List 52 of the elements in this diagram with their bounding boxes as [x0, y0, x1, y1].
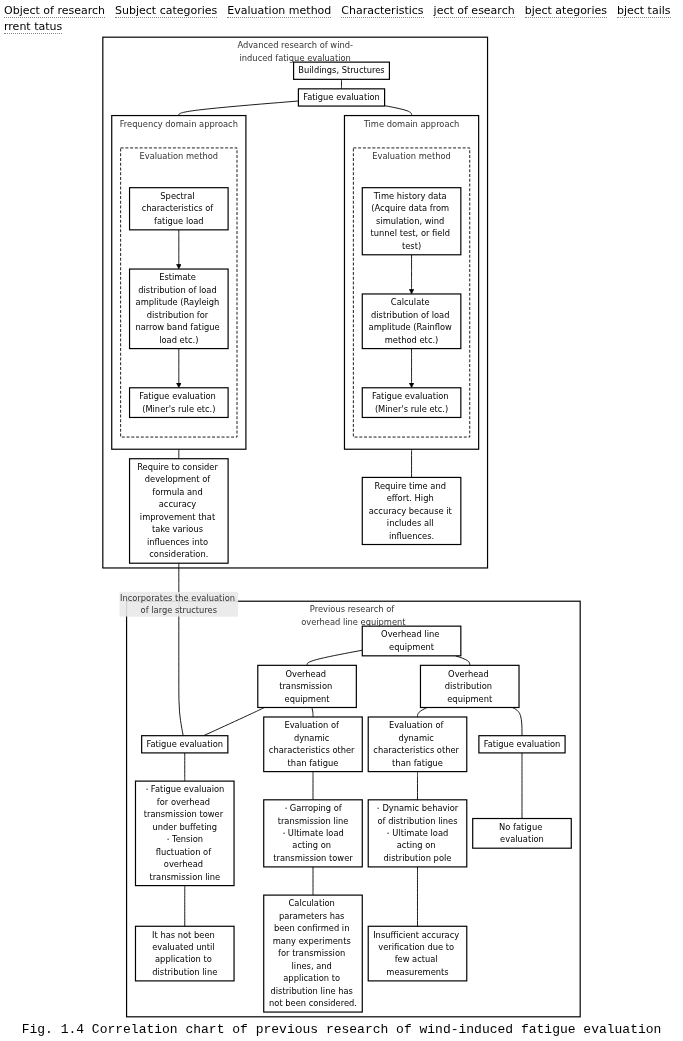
node-box: Spectral characteristics of fatigue load [128, 187, 229, 231]
node-box: No fatigue evaluation [472, 817, 572, 849]
node-box: Time history data (Acquire data from simulation, wind tunnel test, or field test) [361, 187, 462, 256]
node-box: Evaluation of dynamic characteristics other than fatigue [367, 716, 468, 773]
edge-label: Incorporates the evaluation of large structures [119, 592, 235, 615]
node-box: Overhead transmission equipment [257, 664, 357, 709]
node-box: Calculate distribution of load amplitude (Rainflow method etc.) [361, 293, 462, 350]
node-box: Buildings, Structures [293, 61, 390, 80]
node-box: Fatigue evaluation [478, 735, 566, 754]
row-heading: Subject categories [115, 4, 218, 18]
connector [184, 752, 186, 782]
connector [417, 771, 418, 801]
connector [384, 105, 412, 116]
row-heading: bject ategories [524, 4, 607, 18]
node-box: Fatigue evaluation (Miner's rule etc.) [128, 387, 229, 419]
node-box: Calculation parameters has been confirmed in many experiments for transmission lines, and application to distribution line has not been considered. [263, 894, 363, 1013]
connector [511, 707, 523, 737]
node-box: Insufficient accuracy verification due to few actual measurements [367, 925, 468, 982]
figure-caption: Fig. 1.4 Correlation chart of previous research of wind-induced fatigue evaluation [20, 1022, 663, 1037]
connector [312, 771, 314, 801]
node-box: ・Garroping of transmission line ・Ultimate load acting on transmission tower [263, 799, 363, 868]
node-box: Overhead line equipment [361, 625, 462, 657]
row-heading: bject tails [616, 4, 671, 18]
node-box: Fatigue evaluation [141, 735, 229, 754]
connector [312, 866, 314, 896]
node-box: Require time and effort. High accuracy because it includes all influences. [361, 476, 462, 546]
connector [455, 655, 471, 666]
connector [417, 707, 428, 718]
connector [306, 649, 363, 666]
node-box: It has not been evaluated until application to distribution line [134, 925, 235, 982]
node-box: Require to consider development of formula and accuracy improvement that take various influences into consideration. [128, 458, 229, 564]
node-box: Evaluation of dynamic characteristics other than fatigue [263, 716, 363, 773]
node-box: ・Fatigue evaluaion for overhead transmission tower under buffeting ・Tension fluctuation of overhead transmission line [134, 780, 235, 887]
connector [203, 707, 265, 737]
connector [178, 100, 299, 116]
connector [521, 752, 523, 819]
connector [417, 866, 418, 927]
connector [178, 448, 180, 460]
row-heading: ject of esearch [433, 4, 515, 18]
connector [311, 707, 314, 718]
row-heading: Characteristics [341, 4, 424, 18]
node-box: Overhead distribution equipment [419, 664, 520, 709]
row-heading: rrent tatus [4, 20, 63, 34]
node-box: ・Dynamic behavior of distribution lines ・Ultimate load acting on distribution pole [367, 799, 468, 868]
connector [411, 448, 412, 478]
node-box: Estimate distribution of load amplitude (Rayleigh distribution for narrow band fatigue load etc.) [128, 268, 229, 350]
connector [184, 885, 186, 927]
node-box: Fatigue evaluation (Miner's rule etc.) [361, 387, 462, 419]
row-heading: Evaluation method [227, 4, 332, 18]
connector [341, 78, 342, 90]
node-box: Fatigue evaluation [297, 88, 386, 107]
row-heading: Object of research [4, 4, 105, 18]
